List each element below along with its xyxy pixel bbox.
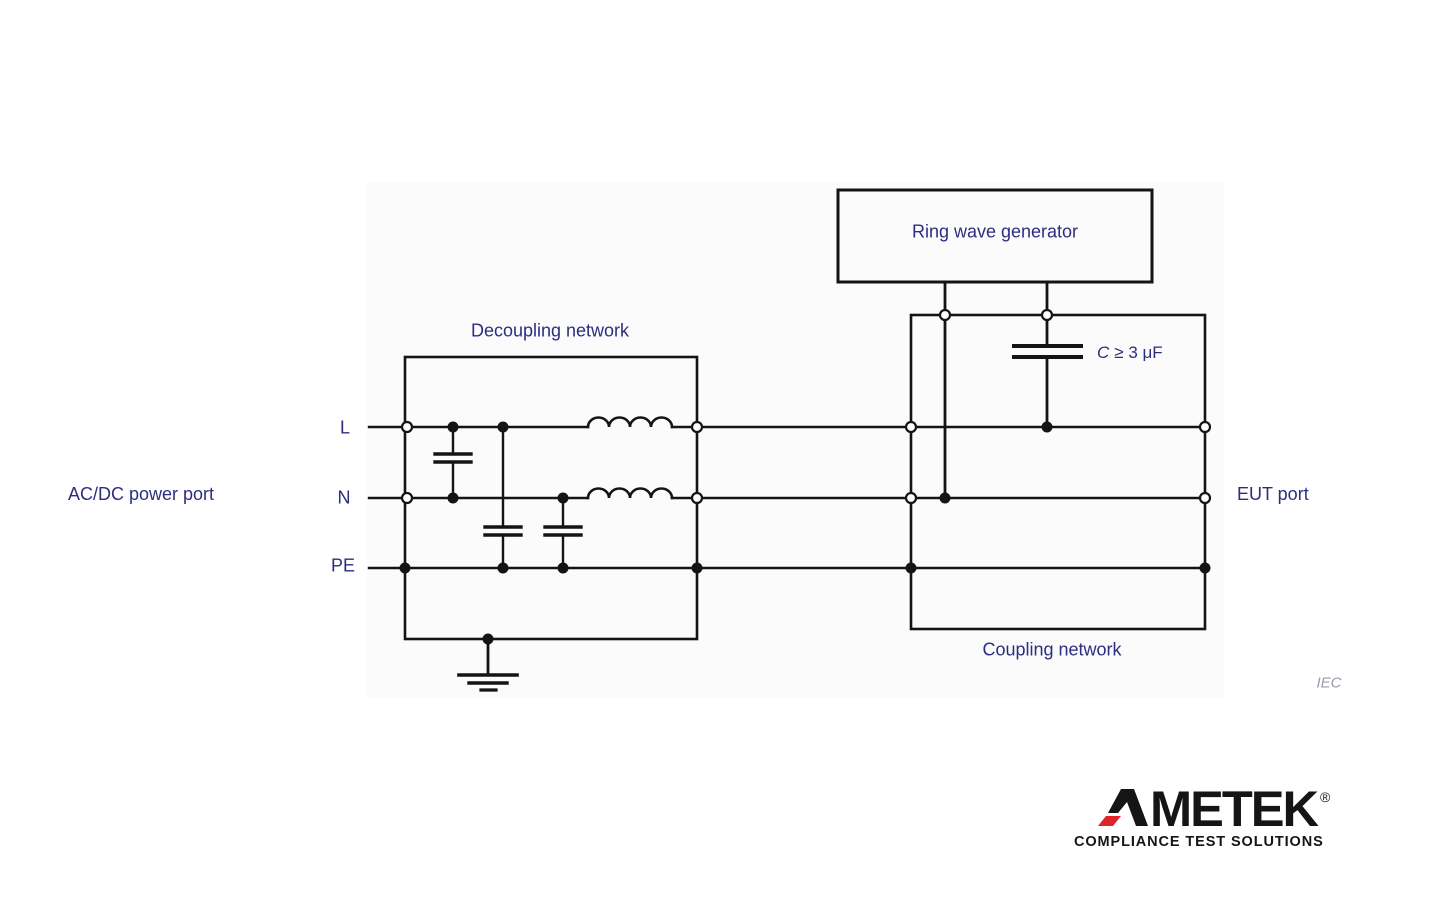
ametek-a-red-stroke-icon [1098, 816, 1121, 826]
ametek-logo: METEK ® [1098, 782, 1331, 837]
ring-wave-generator-box [836, 188, 1154, 284]
capacitor-n-pe-icon [543, 496, 583, 570]
ring-wave-generator-label: Ring wave generator [911, 221, 1079, 242]
acdc-power-port-label: AC/DC power port [68, 484, 215, 504]
eut-port-label: EUT port [1237, 484, 1309, 504]
registered-trademark-icon: ® [1320, 789, 1331, 805]
coupling-network-label: Coupling network [982, 639, 1122, 660]
capacitor-c-icon [1012, 344, 1083, 359]
ground-icon [457, 637, 519, 692]
coupling-network-box [909, 313, 1207, 631]
line-pe-label: PE [330, 555, 356, 576]
ametek-tagline: COMPLIANCE TEST SOLUTIONS [1074, 834, 1324, 850]
ametek-a-mark-icon [1108, 789, 1148, 826]
diagram-panel [367, 183, 1224, 697]
capacitor-l-n-icon [433, 425, 473, 500]
line-l-label: L [339, 417, 351, 438]
terminal-circles [400, 308, 1212, 505]
capacitor-l-pe-icon [483, 425, 523, 570]
inductor-l-icon [586, 416, 674, 429]
line-n-label: N [337, 487, 351, 508]
capacitor-value: ≥ 3 μF [1114, 343, 1163, 362]
inductor-n-icon [586, 487, 674, 500]
ametek-logo-text: METEK [1150, 782, 1319, 837]
decoupling-network-label: Decoupling network [470, 320, 630, 341]
capacitor-symbol: C [1097, 343, 1110, 362]
junction-dots [399, 421, 1211, 645]
iec-source-label: IEC [1316, 674, 1342, 692]
capacitor-value-label: C≥ 3 μF [1097, 342, 1163, 363]
